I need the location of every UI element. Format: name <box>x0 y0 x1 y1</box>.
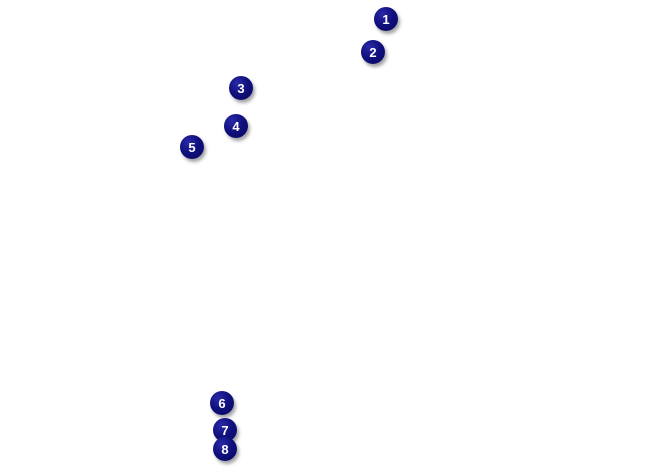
marker-5[interactable]: 5 <box>180 135 204 159</box>
marker-3[interactable]: 3 <box>229 76 253 100</box>
marker-6[interactable]: 6 <box>210 391 234 415</box>
marker-5-label: 5 <box>188 139 196 155</box>
marker-2-label: 2 <box>369 44 377 60</box>
marker-4[interactable]: 4 <box>224 114 248 138</box>
marker-2[interactable]: 2 <box>361 40 385 64</box>
marker-3-label: 3 <box>237 80 245 96</box>
marker-6-label: 6 <box>218 395 226 411</box>
marker-4-label: 4 <box>232 118 240 134</box>
marker-1[interactable]: 1 <box>374 7 398 31</box>
marker-8[interactable]: 8 <box>213 437 237 461</box>
marker-8-label: 8 <box>221 441 229 457</box>
marker-1-label: 1 <box>382 11 390 27</box>
marker-7-label: 7 <box>221 422 229 438</box>
